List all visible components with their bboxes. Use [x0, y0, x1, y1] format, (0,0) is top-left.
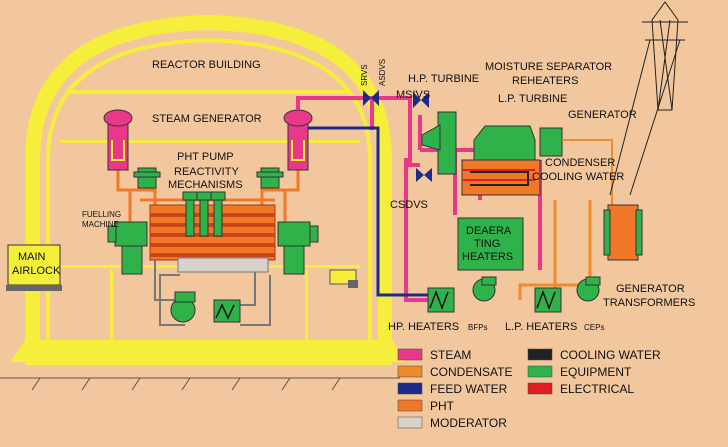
- moisture-separator-reheaters: [437, 111, 457, 175]
- legend-swatch: [397, 399, 423, 412]
- hp-turbine: [421, 124, 441, 151]
- cep: [576, 276, 601, 302]
- generator-transformer: [603, 204, 643, 261]
- label-asdvs: ASDVS: [378, 59, 387, 86]
- label-main: MAIN: [18, 251, 46, 263]
- label-machine: MACHINE: [82, 220, 119, 229]
- hp-heater: [427, 287, 455, 313]
- calandria: [149, 204, 276, 273]
- lp-heater: [534, 287, 562, 313]
- pht-pumps: [133, 167, 284, 189]
- transmission-tower: [609, 1, 688, 196]
- label-lp-turbine: L.P. TURBINE: [498, 93, 567, 105]
- legend-label: PHT: [430, 399, 455, 413]
- ground-hatch: [0, 377, 400, 391]
- main-airlock: [6, 244, 62, 291]
- legend-swatch: [397, 365, 423, 378]
- bfp: [472, 276, 497, 302]
- steam-generators: [103, 109, 313, 171]
- label-bfps: BFPs: [468, 323, 488, 332]
- label-hp-heaters: HP. HEATERS: [388, 321, 459, 333]
- label-transformers: TRANSFORMERS: [603, 297, 695, 309]
- label-heaters: HEATERS: [462, 251, 513, 263]
- label-moisture-separator: MOISTURE SEPARATOR: [485, 61, 612, 73]
- deaerating-heaters: [457, 217, 524, 271]
- lp-turbine: [473, 125, 536, 161]
- label-lp-heaters: L.P. HEATERS: [505, 321, 577, 333]
- label-airlock: AIRLOCK: [12, 265, 61, 277]
- label-ting: TING: [474, 238, 500, 250]
- steam-valves: [363, 90, 432, 182]
- generator: [539, 127, 563, 157]
- legend-swatch: [527, 365, 553, 378]
- label-reheaters: REHEATERS: [512, 75, 578, 87]
- condensate-lines: [518, 200, 592, 300]
- legend-label: MODERATOR: [430, 416, 507, 430]
- legend-swatch: [527, 348, 553, 361]
- legend-label: EQUIPMENT: [560, 365, 632, 379]
- label-fuelling: FUELLING: [82, 210, 121, 219]
- legend-swatch: [397, 416, 423, 429]
- reactivity-mechanisms: [182, 191, 226, 237]
- legend-label: FEED WATER: [430, 382, 508, 396]
- label-deaera: DEAERA: [466, 225, 512, 237]
- feedwater-lines: [308, 126, 430, 297]
- label-condenser: CONDENSER: [545, 157, 615, 169]
- legend-label: ELECTRICAL: [560, 382, 634, 396]
- label-msivs: MSIVS: [396, 89, 430, 101]
- electrical-line: [562, 139, 613, 205]
- label-cooling-water: COOLING WATER: [532, 171, 624, 183]
- label-mechanisms: MECHANISMS: [168, 179, 243, 191]
- moderator-equipment: [170, 291, 241, 323]
- label-generator: GENERATOR: [568, 109, 637, 121]
- label-ceps: CEPs: [584, 323, 604, 332]
- label-steam-generator: STEAM GENERATOR: [152, 113, 262, 125]
- legend-swatch: [527, 382, 553, 395]
- label-pht-pump: PHT PUMP: [177, 151, 234, 163]
- label-hp-turbine: H.P. TURBINE: [408, 73, 479, 85]
- legend-label: CONDENSATE: [430, 365, 512, 379]
- legend-swatch: [397, 348, 423, 361]
- label-reactivity: REACTIVITY: [174, 166, 239, 178]
- legend-label: STEAM: [430, 348, 471, 362]
- label-generator-2: GENERATOR: [616, 283, 685, 295]
- label-srvs: SRVS: [360, 64, 369, 86]
- label-reactor-building: REACTOR BUILDING: [152, 59, 261, 71]
- legend-label: COOLING WATER: [560, 348, 661, 362]
- legend: STEAM CONDENSATE FEED WATER PHT MODERATOR COO…: [397, 348, 661, 430]
- legend-swatch: [397, 382, 423, 395]
- fuelling-machines: [107, 221, 319, 275]
- label-csdvs: CSDVS: [390, 199, 428, 211]
- condenser: [461, 159, 541, 196]
